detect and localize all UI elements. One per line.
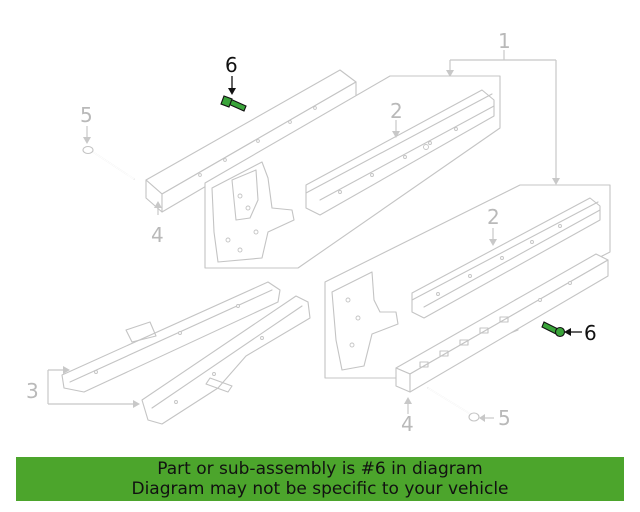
bolt-5-right — [427, 387, 480, 422]
callout-2-upper-label: 2 — [390, 99, 403, 123]
lower-inner-panel-group — [324, 184, 611, 379]
lower-side-rail — [395, 253, 609, 393]
callout-4-left-label: 4 — [151, 223, 164, 247]
callout-5-right-label: 5 — [498, 406, 511, 430]
callout-3-bracket — [47, 366, 140, 408]
callout-5-left-label: 5 — [80, 103, 93, 127]
callout-6-lower-label: 6 — [584, 321, 597, 345]
callout-4-right-label: 4 — [401, 412, 414, 436]
info-banner: Part or sub-assembly is #6 in diagram Di… — [16, 457, 624, 501]
callout-3-label: 3 — [26, 379, 39, 403]
bolt-6-upper — [220, 95, 247, 112]
parts-diagram: 1 4 5 6 — [26, 29, 611, 436]
callout-6-upper-label: 6 — [225, 53, 238, 77]
bolt-5-left — [82, 145, 135, 180]
banner-line-2: Diagram may not be specific to your vehi… — [131, 479, 509, 499]
bolt-6-lower — [541, 321, 566, 338]
upper-inner-panel-group — [204, 75, 501, 269]
banner-line-1: Part or sub-assembly is #6 in diagram — [157, 459, 483, 479]
callout-1-label: 1 — [498, 29, 511, 53]
callout-1-bracket — [446, 50, 560, 185]
lower-crossmembers — [61, 281, 311, 425]
callout-2-lower-label: 2 — [487, 205, 500, 229]
